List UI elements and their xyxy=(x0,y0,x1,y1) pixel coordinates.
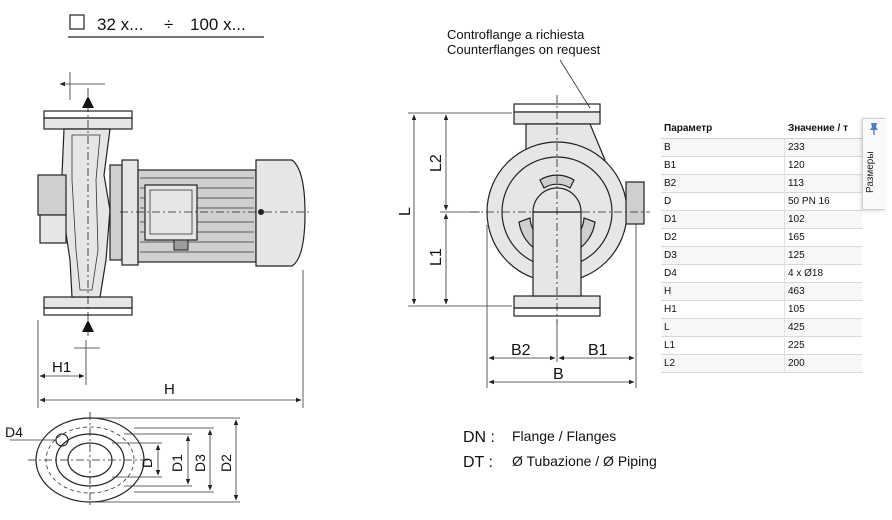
param-cell: D3 xyxy=(661,247,785,264)
param-cell: B xyxy=(661,139,785,156)
value-cell: 463 xyxy=(788,286,805,297)
bolt-hole xyxy=(55,433,69,447)
dt-key: DT : xyxy=(463,454,493,471)
label-d3: D3 xyxy=(192,454,208,472)
fan-cover xyxy=(255,159,306,267)
flow-arrow-bottom-icon xyxy=(82,320,94,332)
col-param-header: Параметр xyxy=(664,122,713,134)
label-h: H xyxy=(164,381,175,398)
label-b1: B1 xyxy=(588,342,608,359)
value-cell: 233 xyxy=(788,142,805,153)
value-cell: 102 xyxy=(788,214,805,225)
dt-value: Ø Tubazione / Ø Piping xyxy=(512,453,657,469)
value-cell: 165 xyxy=(788,232,805,243)
param-cell: D1 xyxy=(661,211,785,228)
label-d2: D2 xyxy=(218,454,234,472)
label-l1: L1 xyxy=(428,248,445,266)
param-cell: D2 xyxy=(661,229,785,246)
param-cell: L2 xyxy=(661,355,785,372)
param-cell: H1 xyxy=(661,301,785,318)
value-cell: 50 PN 16 xyxy=(788,196,830,207)
spec-table-header: Параметр Значение / т xyxy=(661,118,862,139)
lantern-bracket xyxy=(109,164,123,261)
side-panel-tab[interactable]: Размеры xyxy=(862,118,885,210)
value-cell: 425 xyxy=(788,322,805,333)
param-cell: H xyxy=(661,283,785,300)
label-d: D xyxy=(139,458,155,468)
front-side-boss xyxy=(625,181,645,225)
param-cell: D4 xyxy=(661,265,785,282)
value-cell: 105 xyxy=(788,304,805,315)
inlet-pipe-top xyxy=(532,187,582,213)
label-b: B xyxy=(553,366,564,383)
counterflange-note-en: Counterflanges on request xyxy=(447,42,601,57)
counterflange-note-it: Controflange a richiesta xyxy=(447,27,585,42)
param-cell: L1 xyxy=(661,337,785,354)
param-cell: L xyxy=(661,319,785,336)
param-cell: B1 xyxy=(661,157,785,174)
header: 32 x... ÷ 100 x... xyxy=(68,14,264,38)
legend: DN : Flange / Flanges DT : Ø Tubazione /… xyxy=(463,428,657,471)
counterflange-leader xyxy=(559,59,591,109)
volute-inner xyxy=(71,134,101,291)
value-cell: 125 xyxy=(788,250,805,261)
side-view: H1 H xyxy=(37,72,310,408)
label-h1: H1 xyxy=(52,359,71,376)
value-cell: 200 xyxy=(788,358,805,369)
adapter-ring xyxy=(121,159,139,266)
pin-icon[interactable] xyxy=(867,122,881,136)
label-l2: L2 xyxy=(428,154,445,172)
casing-foot xyxy=(39,214,67,244)
terminal-box xyxy=(144,184,198,241)
value-cell: 225 xyxy=(788,340,805,351)
flow-arrow-top-icon xyxy=(82,96,94,108)
col-value-header: Значение / т xyxy=(788,122,848,134)
range-to: 100 x... xyxy=(190,15,246,34)
dn-key: DN : xyxy=(463,429,495,446)
casing-boss xyxy=(37,174,67,216)
value-cell: 120 xyxy=(788,160,805,171)
empty-square-icon xyxy=(69,14,85,30)
label-b2: B2 xyxy=(511,342,531,359)
flange-view: D4 D D1 D3 D2 xyxy=(5,412,240,508)
param-cell: D xyxy=(661,193,785,210)
label-d4: D4 xyxy=(5,424,23,440)
range-from: 32 x... xyxy=(97,15,143,34)
value-cell: 4 x Ø18 xyxy=(788,268,824,279)
label-d1: D1 xyxy=(169,454,185,472)
dn-value: Flange / Flanges xyxy=(512,428,616,444)
side-tab-label[interactable]: Размеры xyxy=(865,151,876,193)
cable-gland xyxy=(173,239,189,251)
volute-body xyxy=(61,128,111,298)
label-l: L xyxy=(397,207,414,216)
range-separator: ÷ xyxy=(164,15,173,34)
value-cell: 113 xyxy=(788,178,804,189)
param-cell: B2 xyxy=(661,175,785,192)
front-view: Controflange a richiesta Counterflanges … xyxy=(397,27,650,388)
